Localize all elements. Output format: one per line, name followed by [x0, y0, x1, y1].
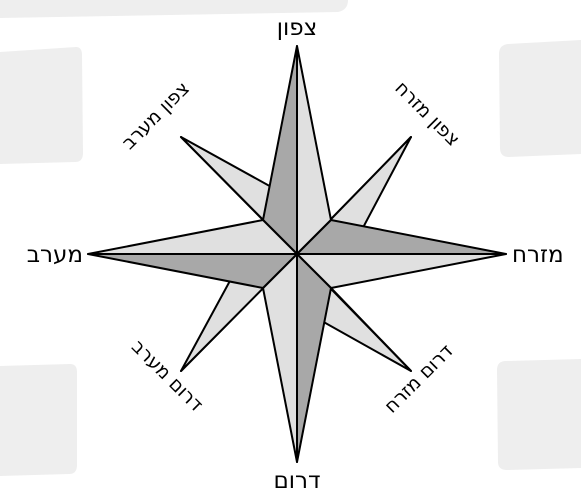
south-point-light — [263, 254, 297, 462]
placeholder-box-bottom-left — [0, 364, 77, 476]
south-point-dark — [297, 254, 331, 462]
east-point-light — [297, 254, 506, 288]
label-west: מערב — [27, 242, 83, 268]
north-point-light — [297, 46, 331, 254]
label-north: צפון — [277, 15, 318, 41]
label-northeast: צפון מזרח — [390, 77, 464, 151]
west-point-light — [88, 220, 297, 254]
east-point-dark — [297, 220, 506, 254]
placeholder-box-top-left — [0, 47, 83, 164]
label-south: דרום — [273, 468, 320, 494]
placeholder-box-bottom-right — [497, 359, 581, 470]
label-east: מזרח — [512, 242, 564, 268]
north-point-dark — [263, 46, 297, 254]
west-point-dark — [88, 254, 297, 288]
placeholder-box-top-right — [499, 40, 581, 157]
label-northwest: צפון מערב — [118, 78, 194, 154]
